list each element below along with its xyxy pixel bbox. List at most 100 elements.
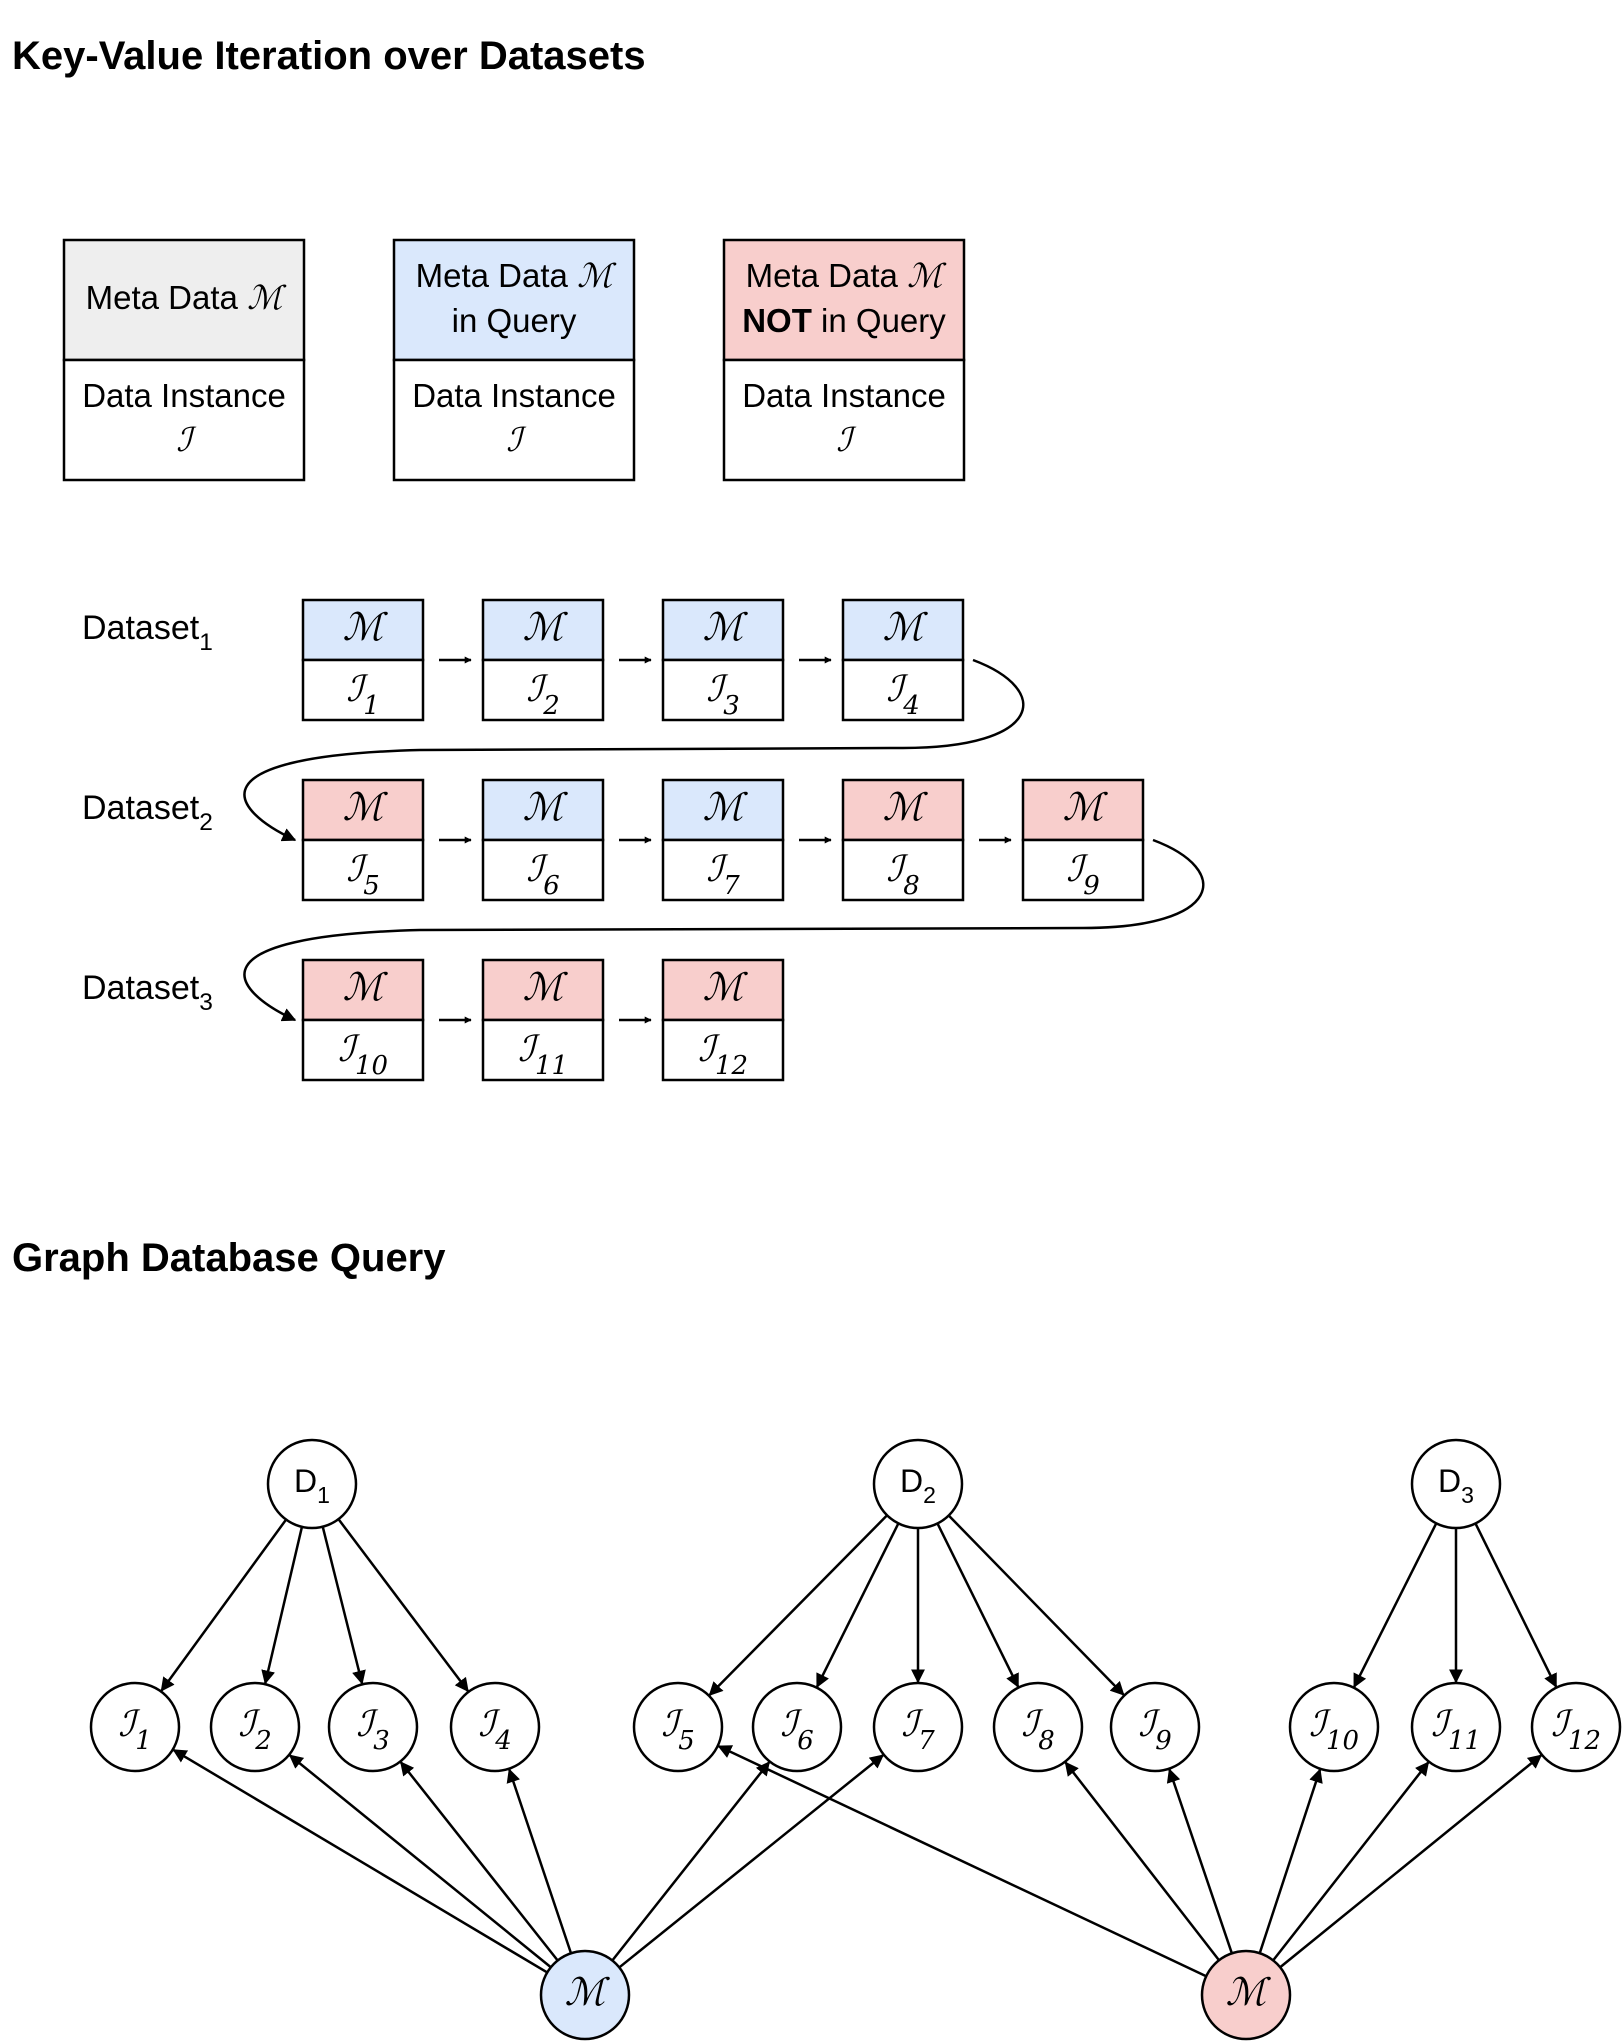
- dataset-edge: [261, 1526, 304, 1685]
- meta-symbol: ℳ: [523, 605, 569, 649]
- dataset-node-label: D1: [294, 1463, 330, 1508]
- legend-meta-label: NOT in Query: [742, 302, 946, 339]
- instance-node-circle: [1109, 1681, 1201, 1773]
- meta-edge: [1166, 1768, 1234, 1954]
- instance-node: ℐ11: [1410, 1681, 1502, 1773]
- dataset-item: ℳℐ8: [841, 778, 965, 902]
- legend-instance-cell: [392, 358, 636, 482]
- wrap-arrow: [243, 838, 1205, 1022]
- meta-cell: [841, 598, 965, 662]
- dataset-node-label: D3: [1438, 1463, 1474, 1508]
- dataset-edge: [947, 1514, 1125, 1696]
- instance-node: ℐ8: [992, 1681, 1084, 1773]
- meta-cell: [841, 778, 965, 842]
- meta-edge: [506, 1768, 573, 1954]
- legend-instance-label: Data Instance: [412, 377, 616, 414]
- instance-cell: [841, 838, 965, 902]
- wrap-arrow: [243, 658, 1025, 842]
- meta-node-label: ℳ: [1226, 1970, 1272, 2014]
- legend-instance-label: Data Instance: [742, 377, 946, 414]
- instance-cell: [301, 658, 425, 722]
- dataset-edge: [1353, 1522, 1438, 1689]
- section-title-key-value: Key-Value Iteration over Datasets: [12, 34, 646, 78]
- meta-cell: [481, 598, 605, 662]
- meta-symbol: ℳ: [883, 605, 929, 649]
- dataset-node-circle: [1410, 1438, 1502, 1530]
- instance-node: ℐ12: [1530, 1681, 1622, 1773]
- instance-cell: [661, 1018, 785, 1082]
- meta-node-label: ℳ: [565, 1970, 611, 2014]
- dataset-item: ℳℐ9: [1021, 778, 1145, 902]
- instance-node: ℐ9: [1109, 1681, 1201, 1773]
- meta-symbol: ℳ: [343, 605, 389, 649]
- section-title-graph-query: Graph Database Query: [12, 1236, 446, 1280]
- legend-instance-cell: [62, 358, 306, 482]
- meta-edge: [1279, 1754, 1543, 1969]
- dataset-node-circle: [872, 1438, 964, 1530]
- instance-node: ℐ2: [209, 1681, 301, 1773]
- instance-node-circle: [449, 1681, 541, 1773]
- meta-cell: [481, 958, 605, 1022]
- dataset-edge: [1474, 1522, 1558, 1688]
- legend-meta-label: Meta Data ℳ: [746, 256, 947, 295]
- meta-edge: [288, 1754, 552, 1969]
- dataset-edge: [708, 1514, 888, 1696]
- meta-symbol: ℳ: [343, 785, 389, 829]
- meta-node-circle: [1200, 1949, 1292, 2041]
- meta-edge: [1064, 1761, 1221, 1962]
- legend-instance-label: Data Instance: [82, 377, 286, 414]
- instance-node-circle: [1288, 1681, 1380, 1773]
- instance-cell: [301, 838, 425, 902]
- instance-node: ℐ6: [751, 1681, 843, 1773]
- instance-cell: [301, 1018, 425, 1082]
- instance-cell: [481, 1018, 605, 1082]
- meta-node-circle: [539, 1949, 631, 2041]
- instance-node-circle: [751, 1681, 843, 1773]
- meta-cell: [661, 958, 785, 1022]
- meta-symbol: ℳ: [343, 965, 389, 1009]
- dataset-node: D3: [1410, 1438, 1502, 1530]
- meta-symbol: ℳ: [883, 785, 929, 829]
- legend-meta-label: Meta Data ℳ: [86, 278, 287, 317]
- instance-symbol: ℐ10: [338, 1029, 388, 1081]
- instance-node: ℐ10: [1288, 1681, 1380, 1773]
- dataset-label: Dataset2: [82, 789, 213, 836]
- dataset-item: ℳ ℐ10: [301, 958, 425, 1082]
- dataset-node-label: D2: [900, 1463, 936, 1508]
- dataset-edge: [160, 1518, 288, 1692]
- instance-node: ℐ1: [89, 1681, 181, 1773]
- instance-node-circle: [1530, 1681, 1622, 1773]
- legend-meta-cell: [392, 238, 636, 362]
- legend-meta-label: in Query: [452, 302, 577, 339]
- meta-edge: [1272, 1761, 1430, 1962]
- legend-meta-cell: [722, 238, 966, 362]
- instance-cell: [841, 658, 965, 722]
- meta-edge: [618, 1754, 885, 1969]
- dataset-item: ℳℐ6: [481, 778, 605, 902]
- instance-cell: [481, 658, 605, 722]
- dataset-edge: [337, 1518, 469, 1693]
- instance-cell: [1021, 838, 1145, 902]
- meta-symbol: ℳ: [703, 605, 749, 649]
- instance-node-circle: [992, 1681, 1084, 1773]
- instance-node: ℐ3: [327, 1681, 419, 1773]
- meta-edge: [717, 1745, 1207, 1978]
- instance-node-circle: [89, 1681, 181, 1773]
- instance-node: ℐ4: [449, 1681, 541, 1773]
- dataset-item: ℳℐ7: [661, 778, 785, 902]
- meta-symbol: ℳ: [1063, 785, 1109, 829]
- meta-node: ℳ: [539, 1949, 631, 2041]
- instance-node-circle: [632, 1681, 724, 1773]
- dataset-item: ℳℐ3: [661, 598, 785, 722]
- dataset-item: ℳℐ2: [481, 598, 605, 722]
- dataset-node: D2: [872, 1438, 964, 1530]
- meta-node: ℳ: [1200, 1949, 1292, 2041]
- meta-cell: [301, 778, 425, 842]
- meta-edge: [172, 1748, 548, 1974]
